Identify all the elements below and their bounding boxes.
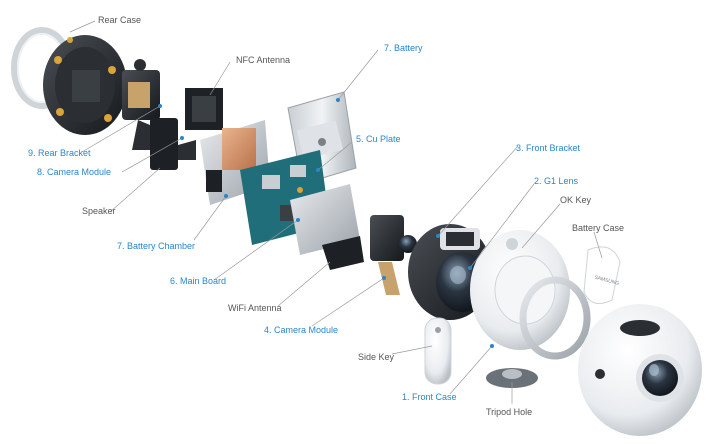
label-battery-chamber: 7. Battery Chamber (117, 241, 196, 251)
label-ok-key: OK Key (560, 195, 592, 205)
nfc-antenna-part (185, 88, 223, 130)
label-battery-case: Battery Case (572, 223, 625, 233)
wifi-antenna-part (322, 236, 364, 270)
assembled-camera-part (578, 304, 702, 436)
label-tripod-hole: Tripod Hole (486, 407, 533, 417)
label-front-bracket: 3. Front Bracket (516, 143, 581, 153)
label-battery: 7. Battery (384, 43, 423, 53)
label-front-case: 1. Front Case (402, 392, 457, 402)
rear-bracket-part (43, 35, 127, 135)
label-camera-module-4: 4. Camera Module (264, 325, 339, 335)
label-nfc-antenna: NFC Antenna (236, 55, 291, 65)
label-rear-bracket: 9. Rear Bracket (28, 148, 91, 158)
label-speaker: Speaker (82, 206, 116, 216)
tripod-hole-part (486, 368, 538, 388)
speaker-part (150, 118, 196, 170)
cu-plate-part (290, 184, 360, 255)
label-main-board: 6. Main Board (170, 276, 227, 286)
leader-dots (158, 98, 494, 348)
label-side-key: Side Key (358, 352, 395, 362)
label-camera-module-8: 8. Camera Module (37, 167, 112, 177)
label-wifi-antenna: WiFi Antenna (228, 303, 282, 313)
front-ring-part (519, 276, 591, 360)
camera-module-4-part (370, 215, 417, 295)
camera-module-8-part (122, 59, 160, 150)
label-g1-lens: 2. G1 Lens (534, 176, 579, 186)
side-key-part (424, 317, 452, 385)
battery-case-part: SAMSUNG (583, 246, 621, 305)
label-cu-plate: 5. Cu Plate (356, 134, 401, 144)
leader-lines (69, 20, 603, 404)
label-rear-case: Rear Case (98, 15, 142, 25)
